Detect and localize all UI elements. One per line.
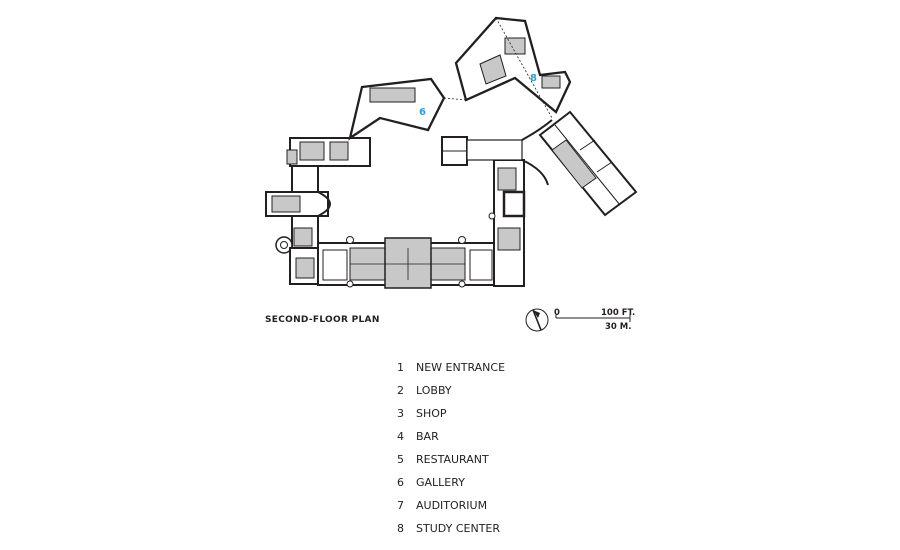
- legend-number: 8: [397, 522, 404, 535]
- legend-label: NEW ENTRANCE: [416, 361, 506, 374]
- legend-number: 5: [397, 453, 404, 466]
- room-legend: 1 NEW ENTRANCE 2 LOBBY 3 SHOP 4 BAR 5 RESTAUR…: [397, 361, 617, 545]
- legend-number: 1: [397, 361, 404, 374]
- legend-item: 2 LOBBY: [397, 384, 617, 407]
- legend-item: 7 AUDITORIUM: [397, 499, 617, 522]
- legend-item: 1 NEW ENTRANCE: [397, 361, 617, 384]
- scale-zero-label: 0: [554, 308, 560, 318]
- legend-number: 7: [397, 499, 404, 512]
- gallery-wing: [348, 77, 446, 141]
- south-wing: [317, 236, 524, 289]
- legend-number: 6: [397, 476, 404, 489]
- courtyard: [320, 160, 495, 240]
- legend-item: 8 STUDY CENTER: [397, 522, 617, 545]
- legend-label: SHOP: [416, 407, 447, 420]
- legend-label: RESTAURANT: [416, 453, 489, 466]
- legend-item: 6 GALLERY: [397, 476, 617, 499]
- legend-label: LOBBY: [416, 384, 452, 397]
- legend-item: 5 RESTAURANT: [397, 453, 617, 476]
- legend-item: 4 BAR: [397, 430, 617, 453]
- legend-number: 2: [397, 384, 404, 397]
- legend-label: STUDY CENTER: [416, 522, 501, 535]
- legend-label: AUDITORIUM: [416, 499, 488, 512]
- room-label-gallery: 6: [419, 107, 426, 118]
- room-label-study-center: 8: [530, 73, 537, 84]
- legend-label: BAR: [416, 430, 439, 443]
- scale-feet-label: 100 FT.: [601, 308, 636, 318]
- legend-item: 3 SHOP: [397, 407, 617, 430]
- east-wing: [441, 119, 553, 287]
- north-arrow-icon: [525, 308, 549, 332]
- plan-title: SECOND-FLOOR PLAN: [265, 315, 380, 325]
- study-center-wing: [443, 16, 572, 119]
- scale-bar: [555, 314, 631, 322]
- legend-label: GALLERY: [416, 476, 465, 489]
- legend-number: 3: [397, 407, 404, 420]
- legend-number: 4: [397, 430, 404, 443]
- scale-meters-label: 30 M.: [605, 322, 632, 332]
- diagonal-wing: [538, 110, 638, 217]
- west-wing: [265, 137, 371, 285]
